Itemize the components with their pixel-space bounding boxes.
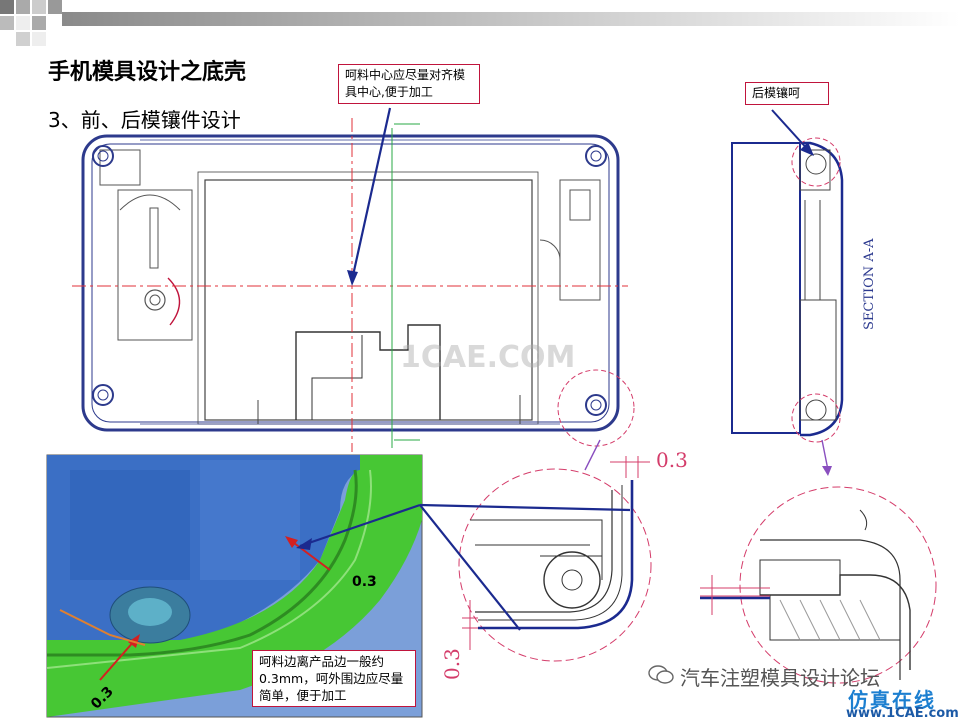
deco-square bbox=[48, 0, 62, 14]
detail-circle-small bbox=[557, 369, 635, 447]
rear-core-callout: 后模镶呵 bbox=[745, 82, 829, 105]
watermark-brand: 仿真在线 bbox=[848, 688, 936, 712]
detail-view-1 bbox=[458, 439, 652, 662]
title-bar-gradient bbox=[62, 12, 960, 26]
deco-square bbox=[32, 0, 46, 14]
centerlines bbox=[72, 118, 628, 452]
section-label: SECTION A-A bbox=[862, 238, 877, 330]
dimension-top-label: 0.3 bbox=[656, 448, 688, 472]
center-callout-arrow bbox=[347, 107, 392, 286]
top-view-drawing bbox=[81, 134, 620, 432]
dimension-left-label: 0.3 bbox=[440, 648, 464, 680]
center-alignment-callout: 呵料中心应尽量对齐模具中心,便于加工 bbox=[338, 64, 480, 104]
center-dimension-marks bbox=[391, 123, 420, 448]
deco-square bbox=[16, 32, 30, 46]
deco-square bbox=[0, 0, 14, 14]
slide-subtitle: 3、前、后模镶件设计 bbox=[48, 108, 241, 132]
section-view-drawing bbox=[731, 137, 844, 476]
header-decoration-svg bbox=[0, 0, 960, 46]
deco-square bbox=[32, 16, 46, 30]
edge-clearance-callout: 呵料边离产品边一般约0.3mm，呵外围边应尽量简单，便于加工 bbox=[252, 650, 416, 707]
rear-core-arrow bbox=[771, 109, 814, 156]
wechat-icon bbox=[648, 664, 674, 686]
deco-square bbox=[0, 16, 14, 30]
render-dimension-label-1: 0.3 bbox=[352, 574, 377, 590]
header-decoration bbox=[0, 0, 960, 50]
wechat-watermark: 汽车注塑模具设计论坛 仿真在线 www.1CAE.com bbox=[648, 660, 960, 721]
detail-view-2 bbox=[700, 486, 937, 684]
watermark-account: 汽车注塑模具设计论坛 bbox=[680, 666, 880, 690]
render-panel bbox=[46, 454, 631, 718]
drawing-watermark: 1CAE.COM bbox=[400, 340, 576, 375]
deco-square bbox=[32, 32, 46, 46]
watermark-site: www.1CAE.com bbox=[846, 706, 959, 721]
deco-square bbox=[16, 0, 30, 14]
slide-title: 手机模具设计之底壳 bbox=[48, 59, 247, 85]
deco-square bbox=[16, 16, 30, 30]
